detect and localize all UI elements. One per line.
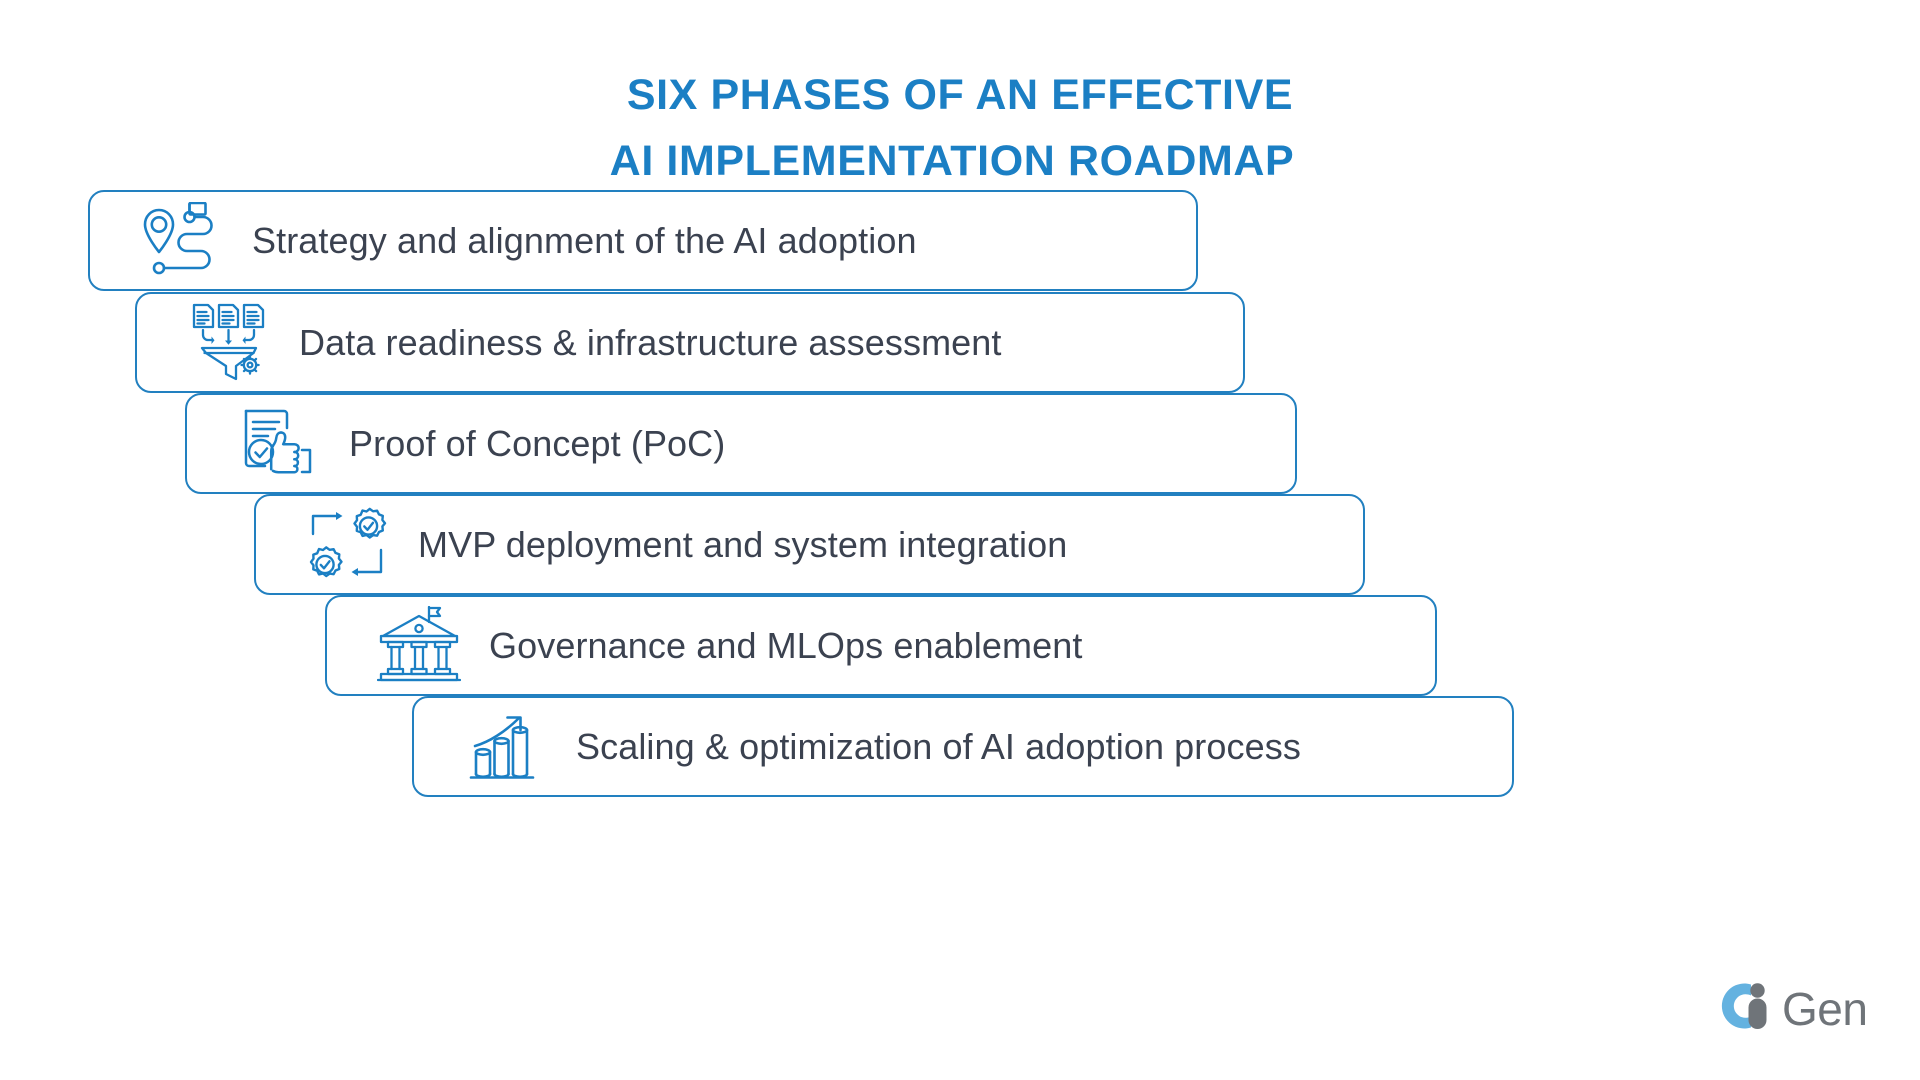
phase-label-2: Data readiness & infrastructure assessme… xyxy=(299,321,1002,363)
logo-text: Gen xyxy=(1782,982,1868,1035)
phase-row-6[interactable]: Scaling & optimization of AI adoption pr… xyxy=(412,696,1514,797)
phase-row-5[interactable]: Governance and MLOps enablement xyxy=(325,595,1437,696)
growth-bar-chart-arrow-icon xyxy=(458,704,554,790)
phase-row-4[interactable]: MVP deployment and system integration xyxy=(254,494,1365,595)
phase-label-5: Governance and MLOps enablement xyxy=(489,624,1083,666)
cigen-logo: Gen xyxy=(1718,977,1868,1040)
phase-label-3: Proof of Concept (PoC) xyxy=(349,422,726,464)
gears-check-cycle-icon xyxy=(300,502,396,588)
phase-row-2[interactable]: Data readiness & infrastructure assessme… xyxy=(135,292,1245,393)
roadmap-pin-flag-icon xyxy=(134,198,230,284)
government-building-flag-icon xyxy=(371,603,467,689)
phase-row-3[interactable]: Proof of Concept (PoC) xyxy=(185,393,1297,494)
phase-label-4: MVP deployment and system integration xyxy=(418,523,1068,565)
phase-row-1[interactable]: Strategy and alignment of the AI adoptio… xyxy=(88,190,1198,291)
documents-funnel-gear-icon xyxy=(181,300,277,386)
phase-label-6: Scaling & optimization of AI adoption pr… xyxy=(576,725,1301,767)
phase-label-1: Strategy and alignment of the AI adoptio… xyxy=(252,219,917,261)
cigen-c-person-mark xyxy=(1718,977,1778,1040)
document-check-thumbs-up-icon xyxy=(231,401,327,487)
